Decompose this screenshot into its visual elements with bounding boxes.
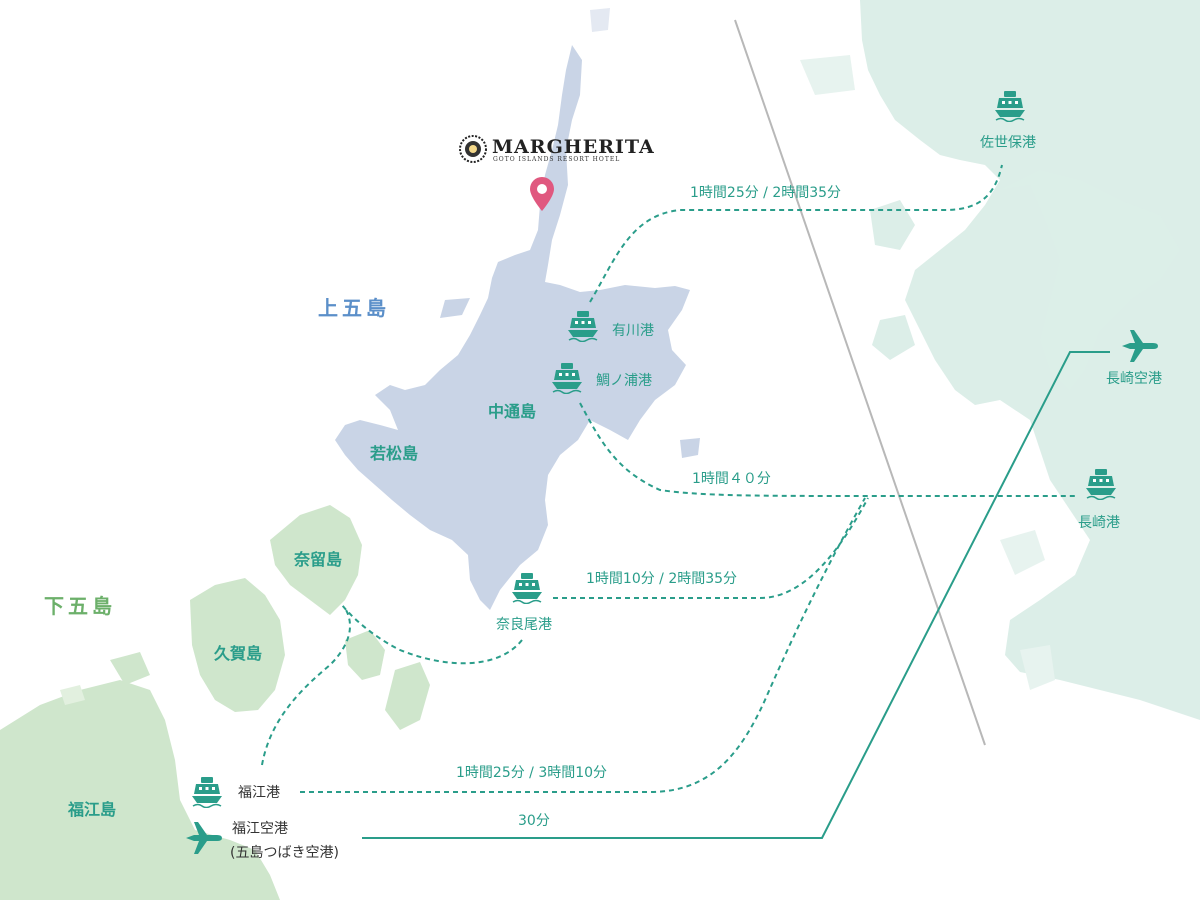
time-flight: 30分 <box>518 813 550 829</box>
logo-tagline: GOTO ISLANDS RESORT HOTEL <box>493 156 621 163</box>
hotel-logo: MARGHERITA GOTO ISLANDS RESORT HOTEL <box>458 134 654 166</box>
port-label-tainoura: 鯛ノ浦港 <box>596 373 652 389</box>
route-tainoura-nagasaki <box>579 402 1078 497</box>
island-wakamatsu: 若松島 <box>370 444 419 463</box>
ferry-routes <box>261 164 1078 793</box>
flight-route <box>362 351 1110 839</box>
island-nakadori: 中通島 <box>488 402 537 421</box>
region-kamigoto: 上五島 <box>318 296 390 320</box>
region-shimogoto: 下五島 <box>44 594 116 618</box>
route-fukue-naru <box>261 607 351 766</box>
map-pin-icon[interactable] <box>528 175 556 213</box>
nagasaki-mainland <box>800 0 1200 720</box>
time-naraо-nagasaki: 1時間10分 / 2時間35分 <box>586 571 738 587</box>
port-label-sasebo: 佐世保港 <box>980 135 1036 151</box>
ship-icon <box>512 573 542 604</box>
airplane-icon <box>1122 330 1158 362</box>
port-label-arikawa: 有川港 <box>612 323 654 339</box>
ship-icon <box>995 91 1025 122</box>
airplane-icon <box>186 822 222 854</box>
ship-icon <box>568 311 598 342</box>
ship-icon <box>1086 469 1116 500</box>
port-label-nagasaki: 長崎港 <box>1078 515 1120 531</box>
island-hisaka: 久賀島 <box>214 644 263 663</box>
island-naru: 奈留島 <box>294 550 343 569</box>
route-naraо-naru <box>341 604 523 665</box>
ship-icon <box>192 777 222 808</box>
kamigoto-land <box>335 8 700 610</box>
airport-label-fukue-alt: (五島つばき空港) <box>230 845 339 861</box>
time-tainoura-nagasaki: 1時間４０分 <box>692 471 771 487</box>
ship-icon <box>552 363 582 394</box>
port-label-fukue: 福江港 <box>238 785 280 801</box>
port-label-naraо: 奈良尾港 <box>496 617 552 633</box>
time-fukue-nagasaki: 1時間25分 / 3時間10分 <box>456 765 608 781</box>
time-arikawa-sasebo: 1時間25分 / 2時間35分 <box>690 185 842 201</box>
island-fukue: 福江島 <box>68 800 117 819</box>
airport-label-fukue: 福江空港 <box>232 821 288 837</box>
route-naraо-nagasaki <box>553 497 869 599</box>
logo-name: MARGHERITA <box>492 136 655 158</box>
shimogoto-land <box>0 505 430 900</box>
route-arikawa-sasebo <box>589 164 1003 303</box>
divider-line <box>734 19 986 746</box>
sun-emblem-icon <box>459 135 487 163</box>
route-fukue-nagasaki <box>300 497 866 793</box>
airport-label-nagasaki: 長崎空港 <box>1106 371 1162 387</box>
